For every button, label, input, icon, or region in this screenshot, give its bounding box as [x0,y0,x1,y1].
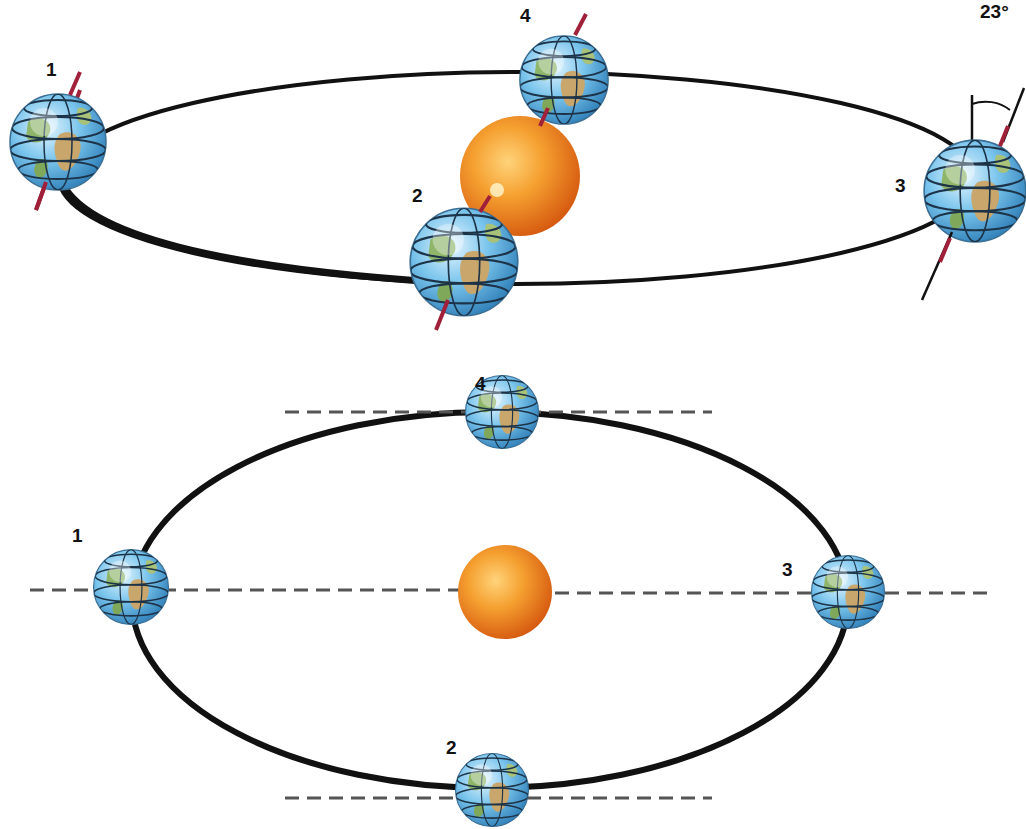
callout-number: 1 [72,526,83,545]
callout-number: 3 [895,176,906,195]
angle-label: 23° [980,2,1009,21]
callout-number: 4 [475,374,486,393]
callout-number: 4 [520,6,531,25]
callout-number: 1 [46,60,57,79]
callout-number: 2 [412,186,423,205]
callout-number: 3 [782,560,793,579]
callout-number: 2 [446,738,457,757]
